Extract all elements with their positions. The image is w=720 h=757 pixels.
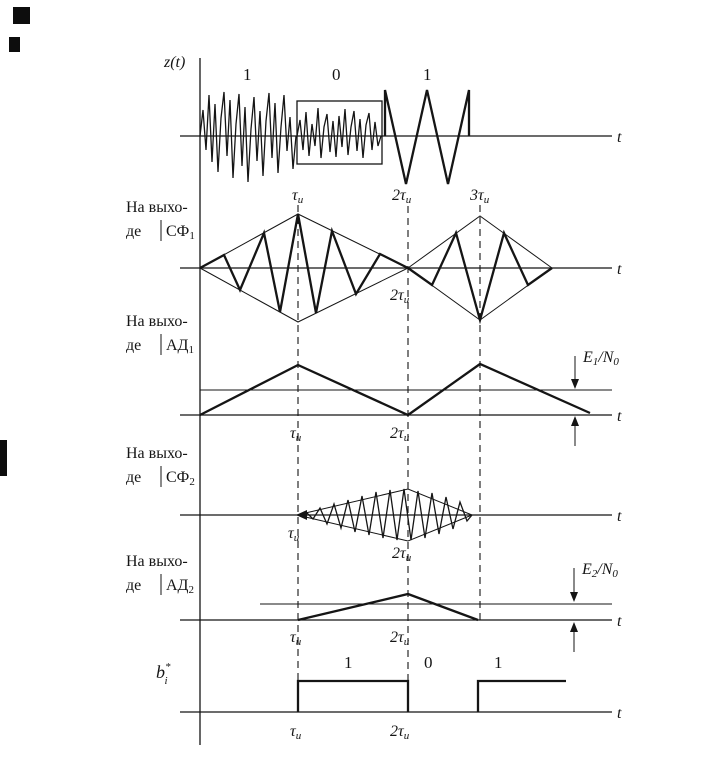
t-label-row4: t xyxy=(617,508,622,525)
t-label-row1: t xyxy=(617,129,622,146)
time-mark-tau-row1: τи xyxy=(292,187,304,206)
ad1-envelope-waveform xyxy=(199,362,591,417)
time-mark-2tau-row5: 2τи xyxy=(390,629,410,648)
time-mark-tau-row5: τи xyxy=(290,629,302,648)
row-sf2-output: На выхо- де СФ2 t τи 2τи xyxy=(126,445,622,564)
row-ad2-label-line1: На выхо- xyxy=(126,553,188,570)
threshold-label-e2: E2/N0 xyxy=(581,561,618,580)
time-mark-2tau-row6: 2τи xyxy=(390,723,410,742)
decoded-bit-1: 1 xyxy=(344,653,353,672)
signal-label: z(t) xyxy=(163,54,185,71)
clean-triangular-signal-bit1 xyxy=(383,89,471,185)
row-input-signal: z(t) t 1 0 1 τи 2τи 3τи xyxy=(163,54,622,206)
bit-label-0: 0 xyxy=(332,65,341,84)
e2-arrow-up-icon xyxy=(570,622,578,632)
sf1-response-bit1 xyxy=(199,213,409,314)
block-name-ad2: АД2 xyxy=(166,577,194,596)
dashed-grid xyxy=(297,205,481,712)
row-ad1-output: На выхо- де АД1 t E1/N0 τи 2τи xyxy=(126,313,622,446)
row-ad1-label-line2: де xyxy=(126,337,141,354)
t-label-row3: t xyxy=(617,408,622,425)
e1-arrow-down-icon xyxy=(571,379,579,389)
row-ad2-output: На выхо- де АД2 t E2/N0 τи 2τи xyxy=(126,553,622,652)
time-mark-2tau-row1: 2τи xyxy=(392,187,412,206)
ad2-envelope-waveform xyxy=(297,592,479,622)
bit-label-2: 1 xyxy=(423,65,432,84)
t-label-row6: t xyxy=(617,705,622,722)
noisy-signal-bit1 xyxy=(199,91,297,183)
row-ad2-label-line2: де xyxy=(126,577,141,594)
scan-artifact-top-2 xyxy=(9,37,20,52)
row-sf1-label-line2: де xyxy=(126,223,141,240)
sf2-response-oscillation xyxy=(298,488,473,541)
time-mark-3tau-row1: 3τи xyxy=(469,187,490,206)
row-sf1-label-line1: На выхо- xyxy=(126,199,188,216)
row-decision-output: b*i t 1 0 1 τи 2τи xyxy=(156,653,622,742)
sf1-response-bit2 xyxy=(407,229,553,325)
row-sf2-label-line2: де xyxy=(126,469,141,486)
threshold-label-e1: E1/N0 xyxy=(582,349,619,368)
scan-artifact-top-1 xyxy=(13,7,30,24)
block-name-sf2: СФ2 xyxy=(166,469,195,488)
row-sf2-label-line1: На выхо- xyxy=(126,445,188,462)
block-name-sf1: СФ1 xyxy=(166,223,195,242)
scan-artifact-left-bar xyxy=(0,440,7,476)
time-mark-tau-row6: τи xyxy=(290,723,302,742)
time-mark-tau-row4: τи xyxy=(288,525,300,544)
t-label-row5: t xyxy=(617,613,622,630)
envelope-diamond-sf2 xyxy=(296,488,473,542)
time-mark-2tau-row3: 2τи xyxy=(390,425,410,444)
time-mark-2tau-row4: 2τи xyxy=(392,545,412,564)
time-mark-tau-row3: τи xyxy=(290,425,302,444)
e2-arrow-down-icon xyxy=(570,592,578,602)
row-sf1-output: На выхо- де СФ1 t 2τи xyxy=(126,199,622,325)
t-label-row2: t xyxy=(617,261,622,278)
row-ad1-label-line1: На выхо- xyxy=(126,313,188,330)
e1-arrow-up-icon xyxy=(571,416,579,426)
noise-only-bit0 xyxy=(296,107,382,159)
block-name-ad1: АД1 xyxy=(166,337,194,356)
time-mark-2tau-row2: 2τи xyxy=(390,287,410,306)
decision-pulse-waveform xyxy=(296,679,566,712)
decoded-bit-0: 0 xyxy=(424,653,433,672)
output-bits-label: b*i xyxy=(156,661,171,687)
decoded-bit-2: 1 xyxy=(494,653,503,672)
bit-label-1: 1 xyxy=(243,65,252,84)
